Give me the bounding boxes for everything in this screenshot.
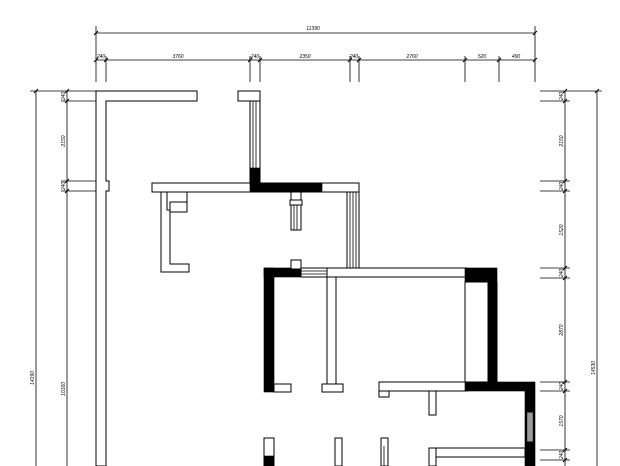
top-dimension-chain: 11390 240 3760 240 2350 240 2760 520 490 <box>93 26 538 82</box>
right-dim-seg-5: 240 <box>559 269 565 279</box>
right-dimension-chain: 14530 240 2150 240 1520 240 2870 240 157… <box>540 88 602 466</box>
right-overall-dim: 14530 <box>591 361 597 375</box>
top-overall-dim: 11390 <box>306 26 320 32</box>
top-dim-seg-4: 2350 <box>298 54 310 60</box>
top-dim-seg-1: 240 <box>96 54 106 60</box>
top-dim-seg-6: 2760 <box>405 54 417 60</box>
left-dim-seg-3: 240 <box>61 182 67 192</box>
walls <box>95 90 536 466</box>
right-dim-seg-7: 240 <box>559 382 565 392</box>
top-dim-seg-7: 520 <box>478 54 487 60</box>
right-dim-seg-3: 240 <box>559 182 565 192</box>
left-dim-seg-4: 10160 <box>61 382 67 396</box>
right-dim-seg-6: 2870 <box>559 324 565 336</box>
right-dim-seg-9: 240 <box>559 451 565 461</box>
top-dim-seg-3: 240 <box>250 54 260 60</box>
top-dim-seg-8: 490 <box>512 54 521 60</box>
top-dim-seg-5: 240 <box>349 54 359 60</box>
right-dim-seg-4: 1520 <box>559 224 565 235</box>
left-dimension-chain: 14190 240 2150 240 10160 <box>30 88 96 466</box>
left-dim-seg-2: 2150 <box>61 135 67 147</box>
left-dim-seg-1: 240 <box>61 92 67 102</box>
right-dim-seg-1: 240 <box>559 92 565 102</box>
top-dim-seg-2: 3760 <box>172 54 183 60</box>
left-overall-dim: 14190 <box>30 371 36 385</box>
right-dim-seg-8: 1570 <box>559 415 565 426</box>
right-dim-seg-2: 2150 <box>559 135 565 147</box>
